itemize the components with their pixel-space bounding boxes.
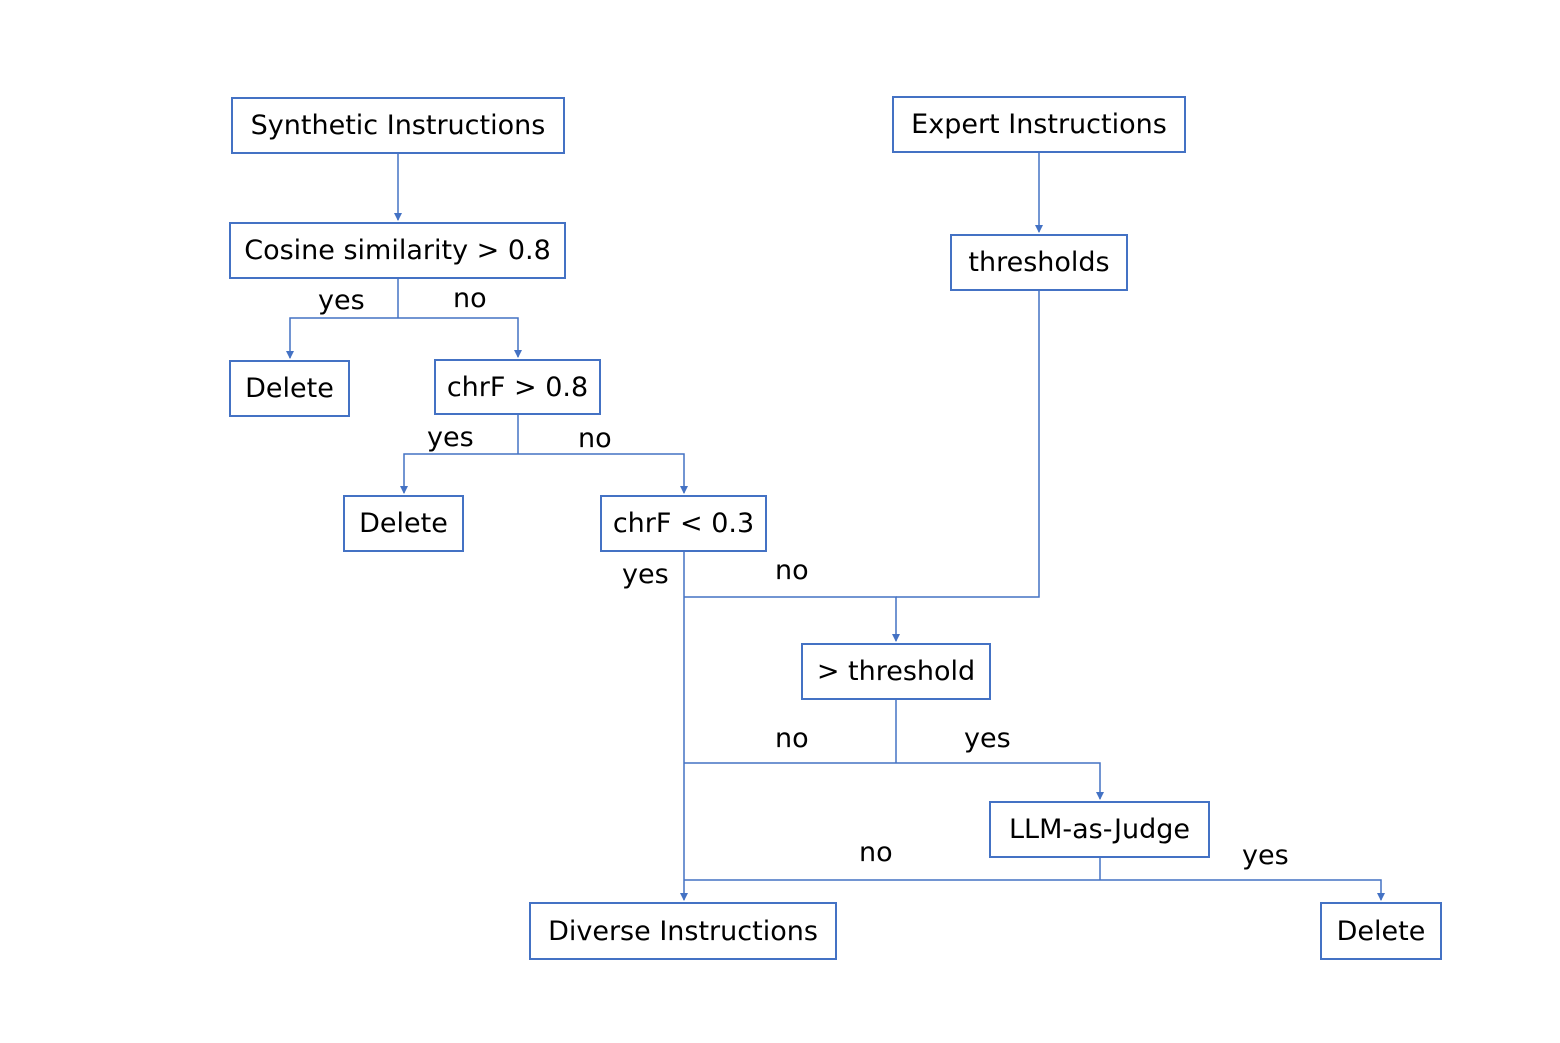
node-chrf-lt-label: chrF < 0.3: [612, 508, 755, 539]
node-gt-threshold: > threshold: [801, 643, 991, 700]
node-synthetic-instructions: Synthetic Instructions: [231, 97, 565, 154]
node-delete-2: Delete: [343, 495, 464, 552]
edge-chrf-hi-yes: [400, 453, 518, 494]
node-thresholds: thresholds: [950, 234, 1128, 291]
edge-label-threshold-no: no: [775, 723, 809, 754]
node-diverse-label: Diverse Instructions: [548, 915, 818, 947]
edge-cosine-yes: [286, 317, 398, 359]
node-chrf-lt: chrF < 0.3: [600, 495, 767, 552]
edge-label-threshold-yes: yes: [964, 723, 1011, 754]
node-chrf-gt-label: chrF > 0.8: [446, 371, 589, 403]
node-delete-1-label: Delete: [245, 373, 334, 404]
edge-judge-yes: [1100, 879, 1385, 901]
edge-label-chrf-gt-yes: yes: [427, 422, 474, 453]
node-llm-judge: LLM-as-Judge: [989, 801, 1210, 858]
node-expert-label: Expert Instructions: [911, 109, 1167, 140]
node-delete-2-label: Delete: [359, 508, 448, 539]
edge-label-chrf-lt-no: no: [775, 555, 809, 586]
node-synthetic-label: Synthetic Instructions: [250, 110, 546, 141]
edge-label-judge-yes: yes: [1242, 840, 1289, 871]
node-cosine-label: Cosine similarity > 0.8: [244, 235, 551, 266]
node-llm-judge-label: LLM-as-Judge: [1009, 814, 1190, 845]
edge-thresholds-down: [896, 290, 1040, 598]
edge-label-cosine-yes: yes: [318, 285, 365, 316]
edge-label-chrf-lt-yes: yes: [622, 559, 669, 590]
edge-chrf-lo-no: [684, 596, 900, 642]
node-expert-instructions: Expert Instructions: [892, 96, 1186, 153]
node-diverse-instructions: Diverse Instructions: [529, 902, 837, 960]
node-delete-3-label: Delete: [1336, 915, 1426, 947]
edge-label-chrf-gt-no: no: [578, 423, 612, 454]
node-chrf-gt: chrF > 0.8: [434, 359, 601, 415]
node-delete-1: Delete: [229, 360, 350, 417]
edge-label-judge-no: no: [859, 837, 893, 868]
node-gt-threshold-label: > threshold: [816, 656, 976, 687]
edge-label-cosine-no: no: [453, 283, 487, 314]
node-thresholds-label: thresholds: [968, 247, 1110, 278]
edge-threshold-yes: [896, 762, 1104, 800]
node-cosine-similarity: Cosine similarity > 0.8: [229, 222, 566, 279]
edge-chrf-hi-no: [518, 453, 688, 494]
edge-cosine-no: [398, 317, 522, 358]
node-delete-3: Delete: [1320, 902, 1442, 960]
